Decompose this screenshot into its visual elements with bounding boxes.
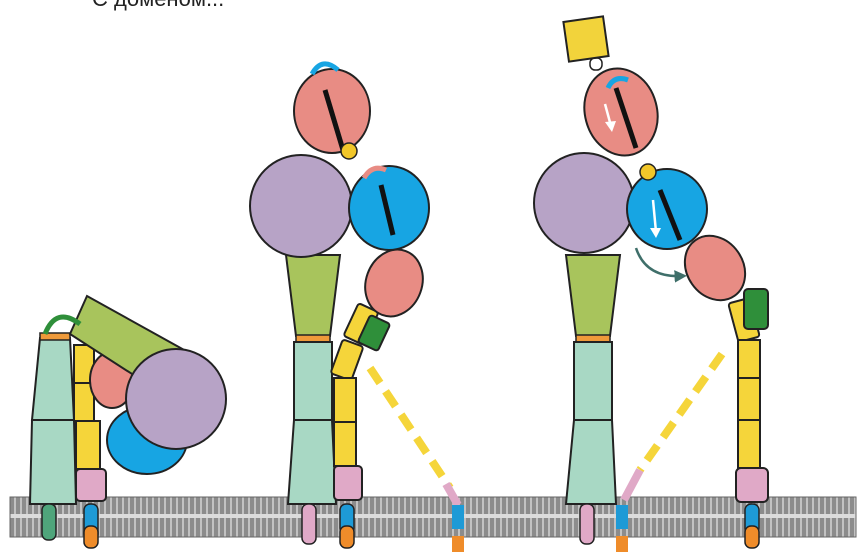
egf-green [744,289,768,329]
cell-membrane [10,497,856,537]
beta-propeller [126,349,226,449]
ligand-stalk [590,58,602,70]
dashed-tail-end [616,536,628,552]
beta-egf-4 [334,422,356,466]
dashed-tm [624,470,640,500]
dashed-tail [616,505,628,529]
i-domain [575,60,667,164]
dashed-tail [452,505,464,529]
beta-tm-region [76,469,106,501]
alpha-calf-2 [566,420,616,504]
beta-tm-region [334,466,362,500]
alpha-tail [42,504,56,540]
beta-tm-region [736,468,768,502]
hybrid-swing-arrow [636,248,682,276]
alpha-calf-1 [574,342,612,420]
alpha-calf-upper [32,338,74,420]
dashed-tail-end [452,536,464,552]
alpha-thigh [286,255,340,336]
integrin-extended-open-state [534,16,768,552]
beta-tail-end [84,526,98,548]
beta-propeller [250,155,352,257]
alpha-tail [580,504,594,544]
alpha-thigh [566,255,620,336]
alpha-genu [296,335,330,342]
beta-egf-3 [76,421,100,469]
integrin-extended-closed-state [250,64,464,552]
dashed-beta-leg [370,368,450,488]
ligand [563,16,608,61]
alpha-calf-2 [288,420,336,504]
beta-tail-end [745,526,759,548]
beta-egf-1 [331,339,364,380]
alpha-genu [40,333,70,340]
alpha-tail [302,504,316,544]
dashed-beta-leg [640,354,722,470]
alpha-calf-1 [294,342,332,420]
mg-ion [341,143,357,159]
mg-ion [640,164,656,180]
beta-egf-3 [334,378,356,422]
beta-propeller [534,153,634,253]
beta-egf-3 [738,378,760,420]
beta-egf-2 [738,340,760,378]
beta-tail-end [340,526,354,548]
alpha-calf-lower [30,420,76,504]
beta-egf-4 [738,420,760,468]
alpha-genu [576,335,610,342]
